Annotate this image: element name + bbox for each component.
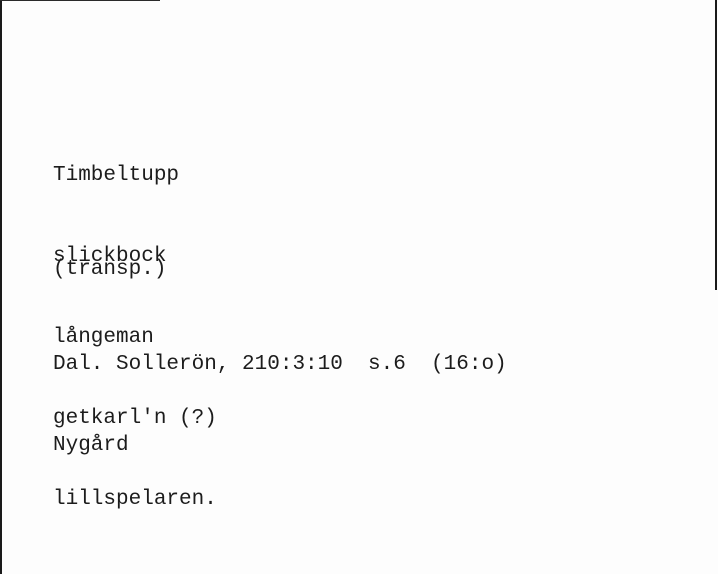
source-block: Dal. Sollerön, 210:3:10 s.6 (16:o) Nygår… (53, 297, 507, 513)
source-reference: Dal. Sollerön, 210:3:10 s.6 (16:o) (53, 353, 507, 376)
word-list: Timbeltupp slickbock långeman getkarl'n … (53, 108, 217, 567)
word-line: slickbock (53, 245, 167, 268)
word-line: getkarl'n (?) (53, 407, 217, 430)
transposition-note: (transp.) (53, 258, 167, 281)
card-top-edge (0, 0, 160, 1)
word-line: lillspelaren. (53, 488, 217, 511)
word-line: Timbeltupp (53, 164, 180, 187)
card-right-edge (715, 0, 717, 290)
card-left-edge (0, 0, 2, 574)
place-name: Nygård (53, 434, 129, 457)
word-line: långeman (53, 326, 154, 349)
